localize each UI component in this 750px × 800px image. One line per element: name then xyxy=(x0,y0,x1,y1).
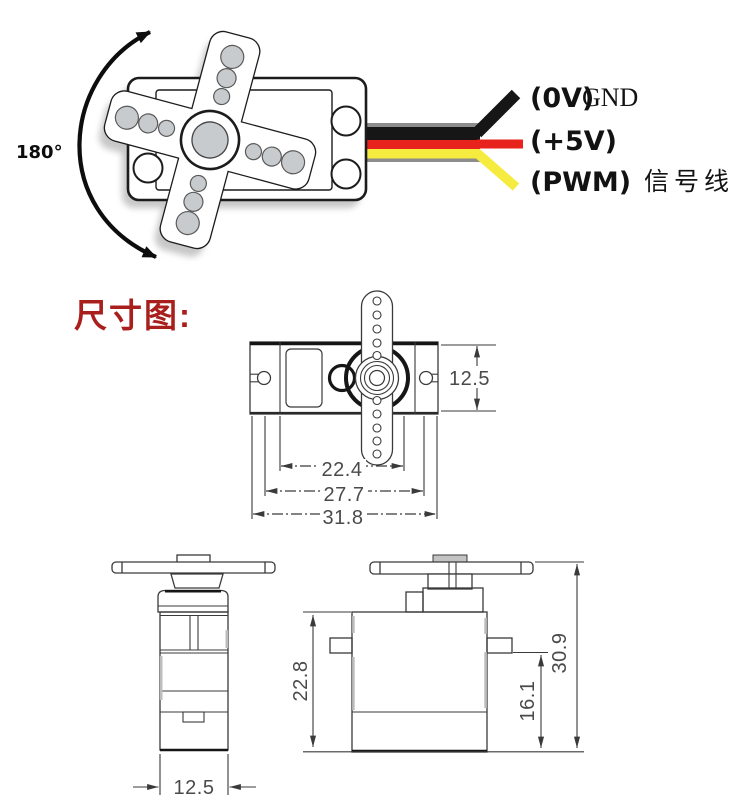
mount-hole-top xyxy=(330,105,362,137)
label-gnd-name: GND xyxy=(582,83,638,112)
wire-red xyxy=(362,140,480,149)
label-5v-pin: (+5V) xyxy=(530,126,617,157)
horn-holes xyxy=(114,44,306,236)
front-flange-left xyxy=(329,637,353,654)
wire-labels: (0V) GND (+5V) (PWM) 信号线 xyxy=(530,83,734,198)
rotation-angle-label: 180° xyxy=(16,142,63,163)
wire-yellow-branch xyxy=(473,149,520,191)
front-hub xyxy=(427,573,473,590)
side-notch xyxy=(182,711,205,723)
section-title: 尺寸图: xyxy=(74,297,192,334)
rotation-indicator: 180° xyxy=(16,30,158,259)
wire-yellow xyxy=(362,149,480,159)
side-horn xyxy=(111,561,276,574)
front-view-drawing: 22.8 16.1 30.9 xyxy=(290,554,584,753)
wire-black-branch xyxy=(472,89,521,138)
dim-body-height xyxy=(303,611,351,747)
dim-31-8-value: 31.8 xyxy=(323,507,364,529)
extension-lines xyxy=(251,416,438,519)
dim-22-4-value: 22.4 xyxy=(322,459,363,481)
dim-side-width xyxy=(133,754,256,795)
side-view-drawing: 12.5 xyxy=(111,554,276,799)
front-gear-block xyxy=(422,587,484,613)
mount-hole-left xyxy=(132,152,164,184)
label-pwm-pin: (PWM) xyxy=(530,167,631,198)
bearing-lobe xyxy=(327,363,357,393)
cross-horn xyxy=(103,30,317,250)
servo-illustration xyxy=(99,30,523,257)
horn-hub-center xyxy=(191,121,229,159)
mount-hole-bottom xyxy=(330,158,362,190)
label-pwm-name: 信号线 xyxy=(644,168,734,196)
dim-body-height-value: 22.8 xyxy=(290,661,312,702)
dim-lower-height-value: 16.1 xyxy=(517,681,539,722)
top-view-drawing: 12.5 22.4 27.7 31.8 xyxy=(249,290,496,529)
side-body xyxy=(159,611,229,751)
top-view-horn-holes xyxy=(372,296,382,459)
front-gear-block-small xyxy=(405,591,424,613)
side-top-cap xyxy=(157,589,229,613)
mounting-keyholes xyxy=(250,370,438,386)
dim-lower-height xyxy=(513,651,548,748)
side-hub xyxy=(170,573,224,589)
dim-overall-height-value: 30.9 xyxy=(549,633,571,674)
dim-side-width-value: 12.5 xyxy=(174,777,215,799)
front-flange-right xyxy=(486,637,513,654)
wire-black xyxy=(362,127,480,140)
servo-wires xyxy=(362,89,523,191)
dim-overall-height xyxy=(535,561,584,748)
dim-top-height-value: 12.5 xyxy=(449,368,490,390)
top-view-label-area xyxy=(285,348,323,408)
rotation-arc xyxy=(77,30,158,259)
dim-27-7-value: 27.7 xyxy=(324,484,365,506)
front-body xyxy=(351,611,488,753)
label-gnd-pin: (0V) xyxy=(530,83,594,114)
front-horn xyxy=(369,561,534,575)
